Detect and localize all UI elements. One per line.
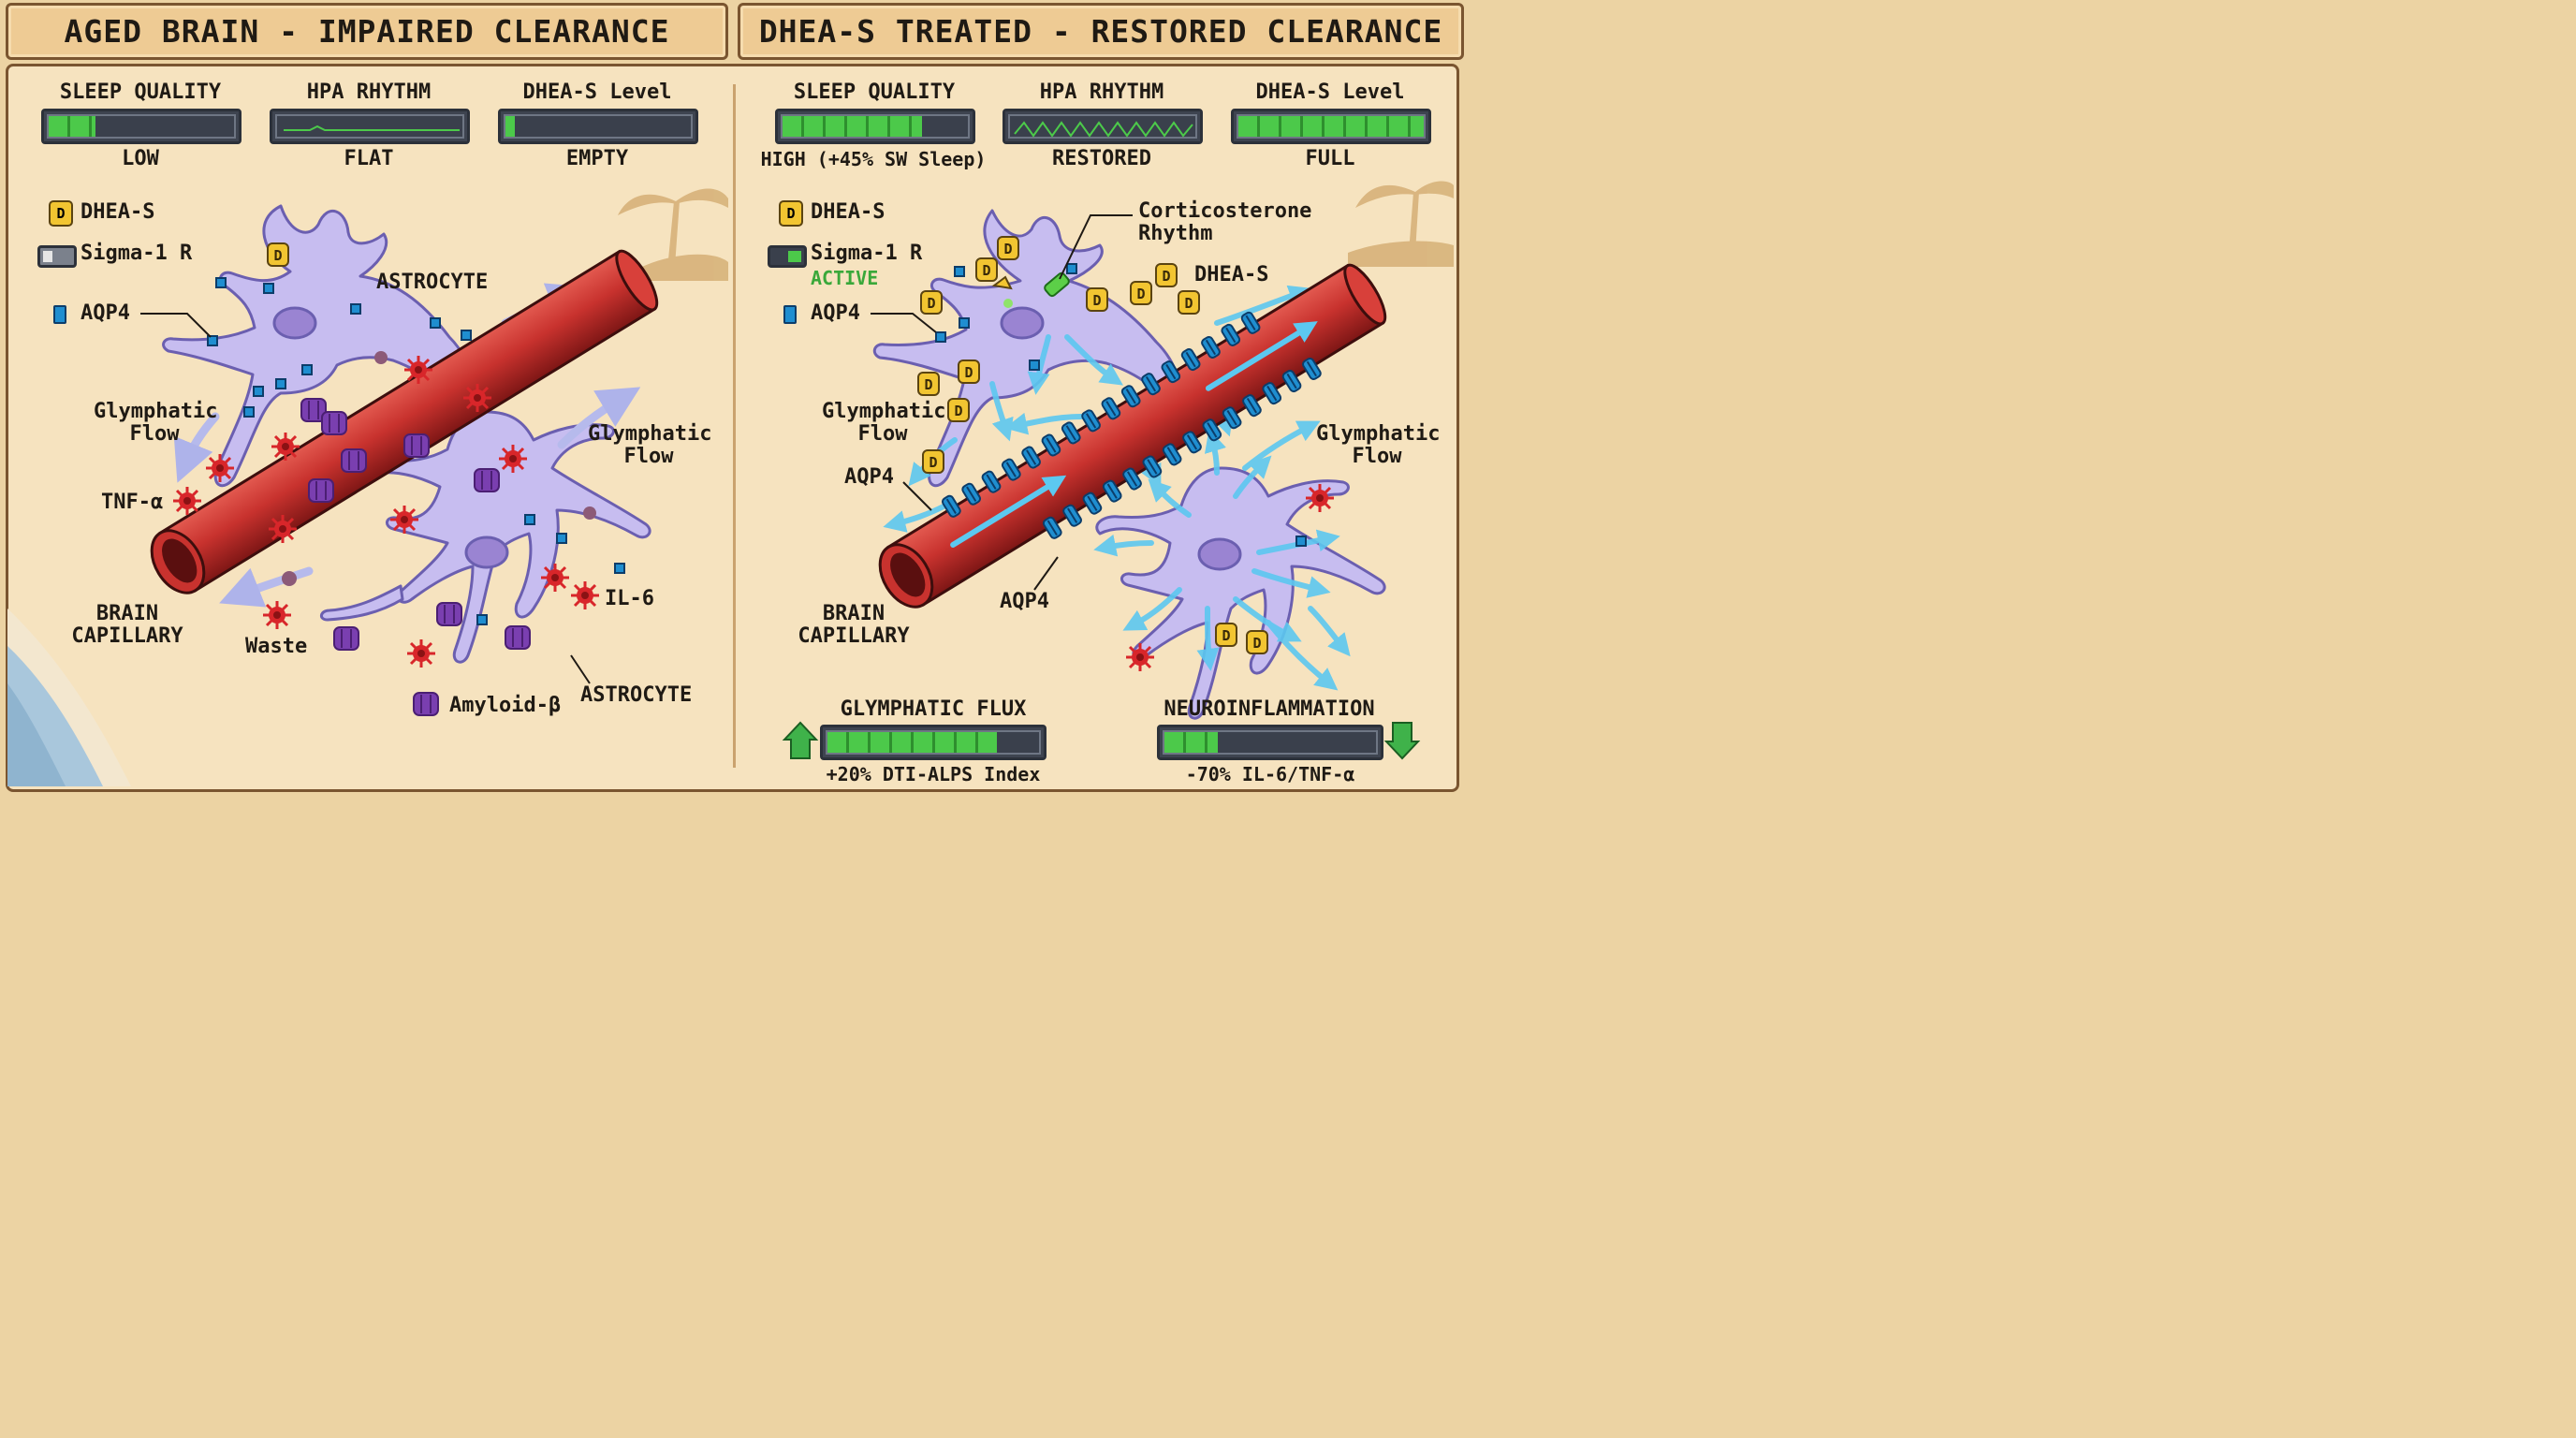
left-legend-aqp4: AQP4 bbox=[80, 301, 130, 325]
left-gauge-label-sleep: SLEEP QUALITY bbox=[59, 81, 222, 104]
right-gauge-label-hpa: HPA RHYTHM bbox=[1039, 81, 1164, 104]
right-hpa-gauge bbox=[1003, 109, 1203, 144]
illustration: D bbox=[7, 181, 1454, 786]
left-dhea-fill bbox=[505, 116, 515, 137]
aqp4-icon bbox=[783, 305, 797, 324]
right-panel-title: DHEA-S TREATED - RESTORED CLEARANCE bbox=[738, 3, 1464, 60]
right-gauge-status-hpa: RESTORED bbox=[1052, 147, 1151, 170]
right-label-capillary: BRAIN CAPILLARY bbox=[798, 602, 910, 648]
left-gauge-label-hpa: HPA RHYTHM bbox=[306, 81, 432, 104]
left-dhea-gauge bbox=[498, 109, 698, 144]
right-legend-aqp4: AQP4 bbox=[811, 301, 860, 325]
right-legend-sigma-status: ACTIVE bbox=[811, 267, 879, 289]
right-label-flow-right: Glymphatic Flow bbox=[1316, 422, 1441, 468]
right-label-cortico: Corticosterone Rhythm bbox=[1138, 199, 1312, 245]
metric-label-inflammation: NEUROINFLAMMATION bbox=[1164, 697, 1375, 721]
left-label-il6: IL-6 bbox=[605, 587, 654, 610]
sigma-receptor-icon bbox=[37, 245, 77, 268]
hpa-flat-wave bbox=[284, 125, 460, 131]
left-gauge-status-dhea: EMPTY bbox=[565, 147, 629, 170]
right-legend-sigma: Sigma-1 R bbox=[811, 242, 923, 265]
hpa-restored-wave bbox=[1014, 121, 1193, 138]
right-dhea-fill bbox=[1238, 116, 1424, 137]
left-label-flow-right: Glymphatic Flow bbox=[588, 422, 712, 468]
left-label-flow-left: Glymphatic Flow bbox=[94, 400, 218, 446]
right-gauge-label-dhea: DHEA-S Level bbox=[1255, 81, 1405, 104]
left-legend-sigma: Sigma-1 R bbox=[80, 242, 193, 265]
left-label-capillary: BRAIN CAPILLARY bbox=[71, 602, 183, 648]
neuroinflammation-fill bbox=[1164, 732, 1218, 753]
dhea-coin-icon: D bbox=[49, 200, 73, 227]
left-label-astrocyte-top: ASTROCYTE bbox=[376, 271, 489, 294]
metric-note-inflammation: -70% IL-6/TNF-α bbox=[1185, 763, 1355, 785]
left-gauge-label-dhea: DHEA-S Level bbox=[522, 81, 672, 104]
aqp4-icon bbox=[53, 305, 66, 324]
glymphatic-flux-gauge bbox=[820, 725, 1046, 760]
left-gauge-status-sleep: LOW bbox=[122, 147, 159, 170]
left-label-astrocyte-bottom: ASTROCYTE bbox=[580, 683, 693, 707]
metric-note-flux: +20% DTI-ALPS Index bbox=[826, 763, 1041, 785]
left-panel-title: AGED BRAIN - IMPAIRED CLEARANCE bbox=[6, 3, 728, 60]
left-sleep-gauge bbox=[41, 109, 242, 144]
glymphatic-flux-fill bbox=[827, 732, 997, 753]
left-sleep-fill bbox=[49, 116, 95, 137]
left-label-amyloid: Amyloid-β bbox=[449, 694, 562, 717]
left-label-tnf: TNF-α bbox=[101, 491, 164, 514]
left-hpa-gauge bbox=[270, 109, 470, 144]
left-label-waste: Waste bbox=[245, 635, 308, 658]
right-gauge-status-dhea: FULL bbox=[1305, 147, 1355, 170]
neuroinflammation-gauge bbox=[1157, 725, 1383, 760]
right-label-dhea-cluster: DHEA-S bbox=[1194, 263, 1269, 286]
right-label-aqp4-low: AQP4 bbox=[1000, 590, 1049, 613]
left-gauge-status-hpa: FLAT bbox=[344, 147, 394, 170]
right-sleep-gauge bbox=[775, 109, 975, 144]
right-gauge-status-sleep: HIGH (+45% SW Sleep) bbox=[760, 148, 987, 170]
right-label-aqp4-mid: AQP4 bbox=[844, 465, 894, 489]
sigma-receptor-active-icon bbox=[768, 245, 807, 268]
metric-label-flux: GLYMPHATIC FLUX bbox=[840, 697, 1027, 721]
right-label-flow-left: Glymphatic Flow bbox=[822, 400, 946, 446]
panel-divider bbox=[733, 84, 736, 768]
right-sleep-fill bbox=[783, 116, 922, 137]
dhea-coin-icon: D bbox=[779, 200, 803, 227]
right-gauge-label-sleep: SLEEP QUALITY bbox=[793, 81, 956, 104]
diagram-stage: AGED BRAIN - IMPAIRED CLEARANCE DHEA-S T… bbox=[0, 0, 1468, 819]
right-legend-dhea: DHEA-S bbox=[811, 200, 886, 224]
right-dhea-gauge bbox=[1231, 109, 1431, 144]
left-legend-dhea: DHEA-S bbox=[80, 200, 155, 224]
